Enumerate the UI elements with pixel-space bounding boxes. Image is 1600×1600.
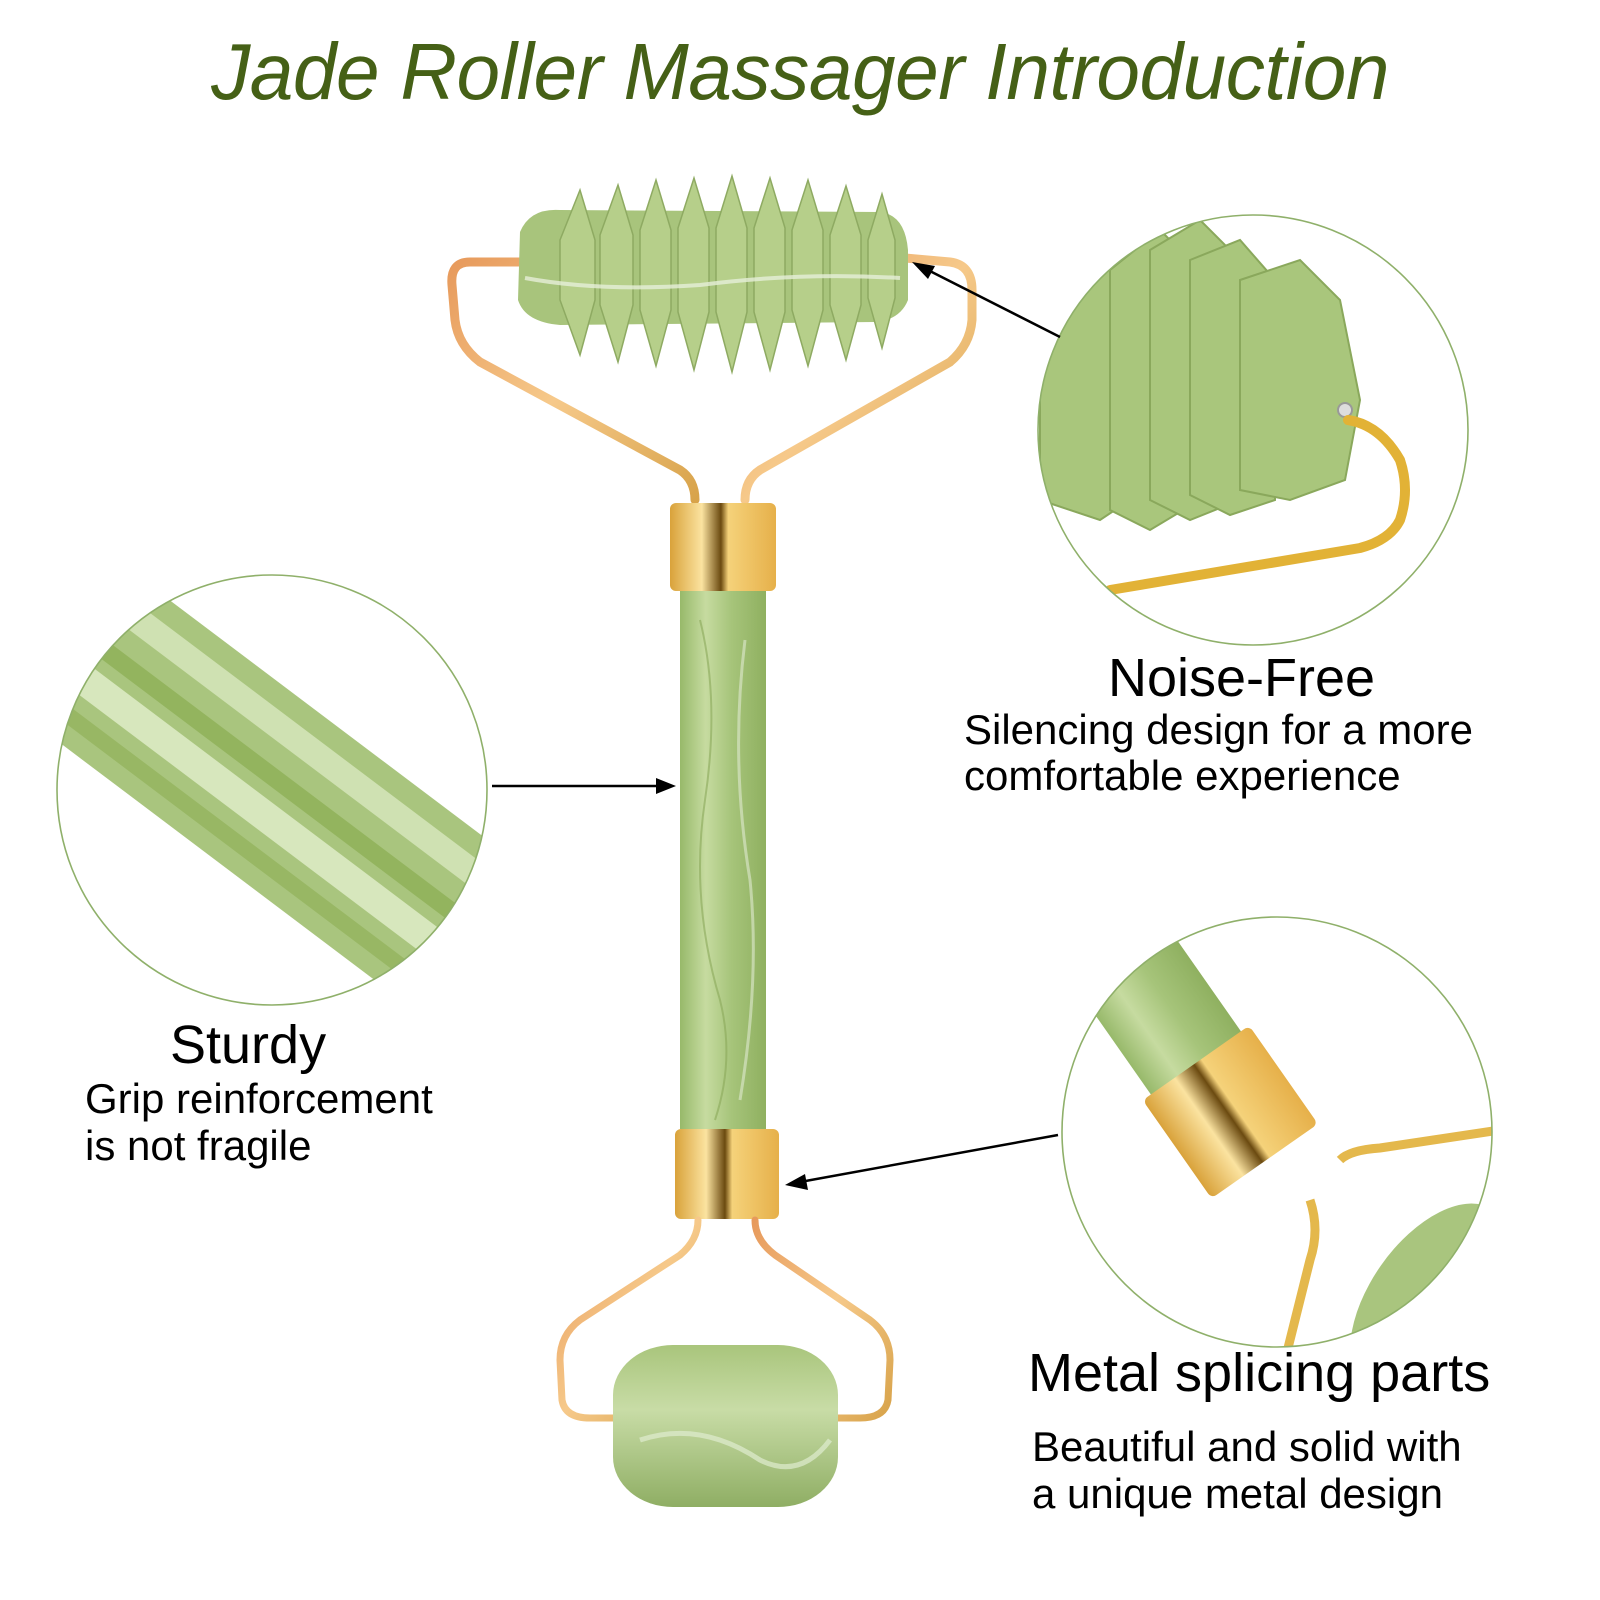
bottom-gold-collar (675, 1129, 779, 1219)
top-wire-frame-right (740, 253, 977, 505)
arrow-metal-splicing (799, 1133, 1059, 1184)
page-title: Jade Roller Massager Introduction (211, 27, 1389, 116)
bottom-wire-frame (556, 1216, 702, 1422)
feature-heading-metal-splicing: Metal splicing parts (1028, 1343, 1491, 1403)
arrow-noise-free (917, 263, 1061, 339)
jade-roller-product (447, 173, 977, 1507)
arrowhead-noise-free (912, 262, 935, 279)
feature-text-metal-splicing-line2: a unique metal design (1032, 1470, 1443, 1517)
arrowhead-sturdy (656, 778, 676, 794)
arrowhead-metal-splicing (785, 1174, 808, 1190)
feature-text-sturdy-line2: is not fragile (85, 1122, 312, 1169)
feature-text-noise-free-line1: Silencing design for a more (964, 706, 1473, 753)
pointer-arrows (492, 262, 1061, 1190)
feature-heading-noise-free: Noise-Free (1108, 648, 1376, 708)
feature-text-noise-free-line2: comfortable experience (964, 752, 1401, 799)
feature-text-sturdy-line1: Grip reinforcement (85, 1075, 433, 1122)
small-jade-roller (613, 1345, 838, 1507)
detail-circle-sturdy (56, 574, 488, 1006)
detail-circle-noise-free (1037, 214, 1469, 646)
top-gold-collar (670, 503, 776, 591)
jade-handle (680, 591, 766, 1129)
bottom-wire-frame-right (751, 1216, 894, 1422)
feature-heading-sturdy: Sturdy (170, 1015, 327, 1075)
feature-text-metal-splicing-line1: Beautiful and solid with (1032, 1423, 1462, 1470)
spiked-jade-roller (518, 173, 908, 375)
gold-wire-closeup (1105, 415, 1410, 595)
top-wire-frame (447, 257, 700, 505)
